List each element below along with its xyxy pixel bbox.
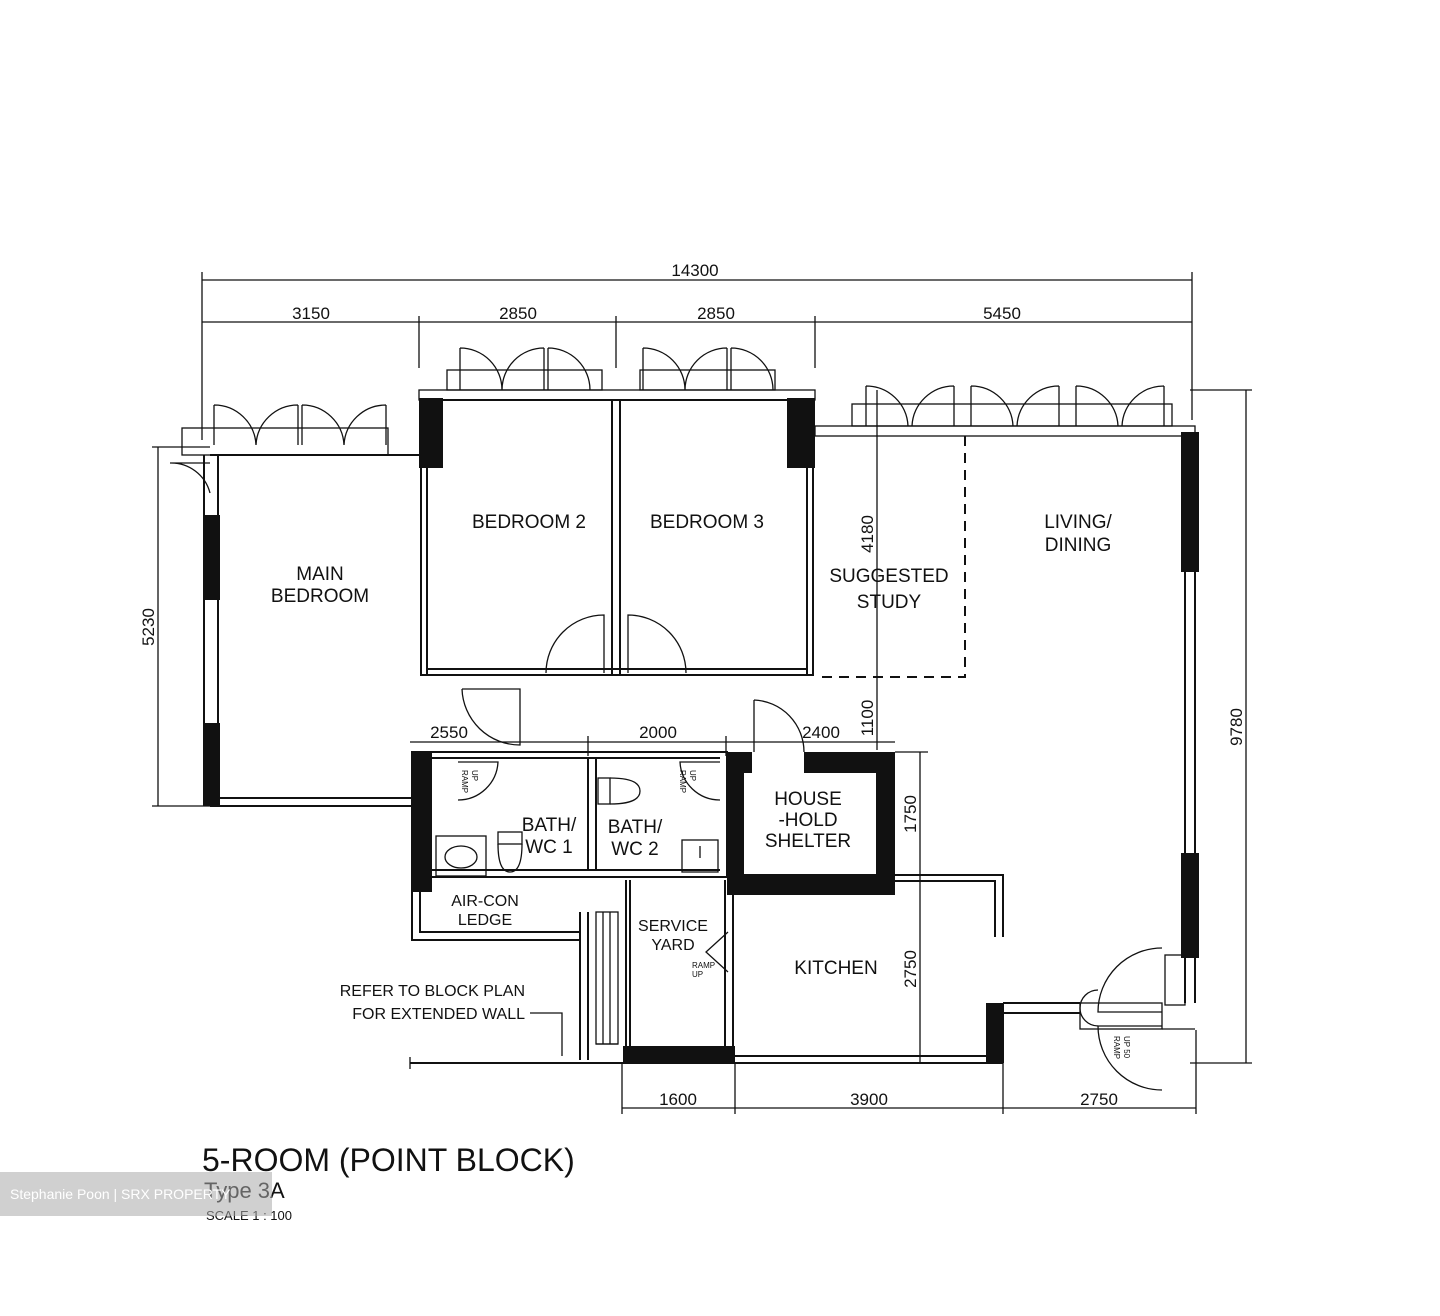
- bedroom2-label: BEDROOM 2: [472, 512, 586, 533]
- refer-note: REFER TO BLOCK PLAN: [340, 983, 525, 1000]
- aircon-ledge-label: LEDGE: [458, 912, 512, 929]
- kitchen-label: KITCHEN: [794, 958, 877, 979]
- bedroom2-door-icon: [545, 614, 605, 674]
- bath2-label: WC 2: [611, 839, 659, 860]
- dim-mid: 2550: [430, 723, 468, 742]
- ramp-label: RAMP: [678, 770, 687, 793]
- ramp-label: RAMP: [460, 770, 469, 793]
- service-yard-label: SERVICE: [638, 918, 708, 935]
- dim-bottom: 3900: [850, 1090, 888, 1109]
- bedroom3-label: BEDROOM 3: [650, 512, 764, 533]
- main-bedroom-label: BEDROOM: [271, 586, 369, 607]
- dimension-labels: 14300 3150 2850 2850 5450 5230 9780 4180…: [139, 261, 1246, 1109]
- plan-notes: REFER TO BLOCK PLAN FOR EXTENDED WALL RA…: [340, 770, 1131, 1059]
- window-casements: [213, 347, 1165, 446]
- bath1-label: BATH/: [522, 815, 577, 836]
- shelter-label: SHELTER: [765, 831, 851, 852]
- dim-mid: 2000: [639, 723, 677, 742]
- study-label: SUGGESTED: [829, 566, 948, 587]
- shelter-label: HOUSE: [774, 789, 842, 810]
- sink-icon: [681, 839, 719, 873]
- service-yard-label: YARD: [651, 937, 694, 954]
- wash-basin-icon: [435, 835, 487, 877]
- doors: [169, 462, 1163, 1091]
- bedroom3-door-icon: [627, 614, 687, 674]
- main-bedroom-label: MAIN: [296, 564, 344, 585]
- toilet-icon: [497, 831, 523, 873]
- study-label: STUDY: [857, 592, 922, 613]
- room-labels: MAIN BEDROOM BEDROOM 2 BEDROOM 3 SUGGEST…: [271, 512, 1113, 979]
- dim-top: 2850: [697, 304, 735, 323]
- dim-bottom: 2750: [1080, 1090, 1118, 1109]
- ramp-label: RAMP: [692, 961, 715, 970]
- dim-shelter-height: 1750: [901, 795, 920, 833]
- ramp-label: UP: [470, 770, 479, 781]
- dim-left-height: 5230: [139, 608, 158, 646]
- dim-bottom: 1600: [659, 1090, 697, 1109]
- shelter-label: -HOLD: [778, 810, 837, 831]
- ramp-label: UP: [688, 770, 697, 781]
- toilet-icon: [597, 777, 641, 805]
- bath2-label: BATH/: [608, 817, 663, 838]
- refer-note: FOR EXTENDED WALL: [352, 1006, 525, 1023]
- watermark: Stephanie Poon | SRX PROPERTY: [0, 1172, 272, 1216]
- stair-icon: [595, 911, 619, 1045]
- dim-top: 5450: [983, 304, 1021, 323]
- dim-study-depth: 4180: [858, 515, 877, 553]
- dim-corridor: 1100: [858, 700, 877, 737]
- bath1-label: WC 1: [525, 837, 573, 858]
- dim-mid: 2400: [802, 723, 840, 742]
- dim-top: 2850: [499, 304, 537, 323]
- dimension-lines: [152, 272, 1252, 1114]
- dim-top: 3150: [292, 304, 330, 323]
- living-dining-label: DINING: [1045, 535, 1112, 556]
- ramp-label: UP 50: [1122, 1036, 1131, 1059]
- wall-outlines: [181, 369, 1196, 1060]
- living-dining-label: LIVING/: [1044, 512, 1112, 533]
- structural-walls: [203, 398, 1199, 1063]
- dim-overall-width: 14300: [671, 261, 718, 280]
- ramp-label: RAMP: [1112, 1036, 1121, 1059]
- dim-kitchen-height: 2750: [901, 950, 920, 988]
- fixtures: [435, 777, 719, 877]
- ramp-label: UP: [692, 970, 703, 979]
- aircon-ledge-label: AIR-CON: [451, 893, 519, 910]
- dim-right-height: 9780: [1227, 708, 1246, 746]
